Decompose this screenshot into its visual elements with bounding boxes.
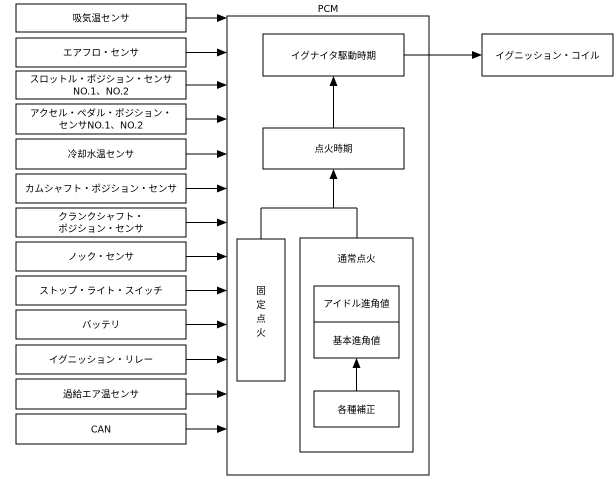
sensor-label: エアフロ・センサ	[63, 48, 139, 59]
base-advance-label: 基本進角値	[333, 335, 381, 347]
fixed-ignition-char-3: 点	[256, 314, 266, 325]
igniter-drive-timing-box	[262, 33, 405, 77]
fixed-ignition-char-2: 定	[256, 299, 266, 311]
sensor-box	[15, 309, 187, 340]
sensor-input: エアフロ・センサ	[15, 37, 227, 68]
fixed-ignition-char-4: 火	[256, 328, 266, 339]
ignition-coil-label: イグニッション・コイル	[495, 50, 600, 62]
sensor-label: 過給エア温センサ	[63, 389, 139, 401]
sensor-label: ノック・センサ	[68, 252, 134, 263]
ignition-timing-label: 点火時期	[314, 144, 352, 155]
sensor-arrowhead	[217, 390, 227, 398]
sensor-box	[15, 344, 187, 375]
sensor-arrowhead	[217, 286, 227, 295]
sensor-label: ストップ・ライト・スイッチ	[39, 286, 163, 297]
timing-to-drive-arrowhead	[329, 76, 338, 86]
idle-advance-label: アイドル進角値	[323, 298, 390, 310]
sensor-label: バッテリ	[82, 320, 120, 331]
sensor-box	[15, 207, 187, 238]
coil-arrowhead	[472, 51, 482, 59]
sensor-input: ノック・センサ	[15, 241, 227, 272]
sensor-label: カムシャフト・ポジション・センサ	[25, 184, 177, 195]
corrections-box	[313, 390, 400, 428]
sensor-box	[15, 173, 187, 204]
sensor-label: センサNO.1、NO.2	[59, 121, 144, 132]
sensor-arrowhead	[217, 115, 227, 123]
sensor-box	[15, 103, 187, 135]
sensor-box	[15, 378, 187, 410]
sensor-box	[15, 70, 187, 100]
sensor-box	[15, 37, 187, 68]
sensor-input: イグニッション・リレー	[15, 344, 227, 375]
sensor-box	[15, 3, 187, 33]
sensor-label: 吸気温センサ	[72, 13, 129, 25]
fixed-ignition-box	[236, 238, 286, 382]
sensor-arrowhead	[217, 48, 227, 57]
sensor-arrowhead	[217, 252, 227, 261]
sensor-input: カムシャフト・ポジション・センサ	[15, 173, 227, 204]
sensor-input: スロットル・ポジション・センサNO.1、NO.2	[15, 70, 227, 100]
sensor-label: イグニッション・リレー	[49, 354, 153, 366]
sensor-arrowhead	[217, 184, 227, 193]
sensor-arrowhead	[217, 320, 227, 329]
sensor-input: 吸気温センサ	[15, 3, 227, 33]
sensor-label: CAN	[91, 425, 111, 436]
sensor-inputs: 吸気温センサエアフロ・センサスロットル・ポジション・センサNO.1、NO.2アク…	[15, 3, 227, 445]
igniter-drive-timing-label: イグナイタ駆動時期	[291, 50, 376, 62]
sensor-box	[15, 413, 187, 445]
sensor-arrowhead	[217, 218, 227, 227]
sensor-arrowhead	[217, 425, 227, 433]
merge-to-timing-arrowhead	[329, 169, 338, 179]
sensor-input: ストップ・ライト・スイッチ	[15, 275, 227, 306]
sensor-label: スロットル・ポジション・センサ	[30, 75, 173, 86]
sensor-label: NO.1、NO.2	[73, 87, 129, 98]
sensor-label: アクセル・ペダル・ポジション・	[30, 108, 172, 120]
sensor-arrowhead	[217, 14, 227, 22]
pcm-label: PCM	[318, 4, 339, 15]
sensor-label: クランクシャフト・	[58, 212, 144, 223]
sensor-input: バッテリ	[15, 309, 227, 340]
ignition-coil-box	[481, 33, 614, 77]
sensor-box	[15, 241, 187, 272]
sensor-input: CAN	[15, 413, 227, 445]
sensor-arrowhead	[217, 355, 227, 364]
corrections-label: 各種補正	[337, 404, 376, 416]
sensor-box	[15, 138, 187, 170]
fixed-ignition-char-1: 固	[256, 286, 266, 297]
sensor-input: 過給エア温センサ	[15, 378, 227, 410]
idle-advance-box	[313, 285, 400, 323]
sensor-input: アクセル・ペダル・ポジション・センサNO.1、NO.2	[15, 103, 227, 135]
normal-ignition-label: 通常点火	[337, 253, 376, 265]
sensor-arrowhead	[217, 81, 227, 89]
sensor-arrowhead	[217, 150, 227, 158]
sensor-input: クランクシャフト・ポジション・センサ	[15, 207, 227, 238]
corrections-arrowhead	[352, 358, 361, 368]
sensor-label: ポジション・センサ	[58, 224, 144, 235]
sensor-input: 冷却水温センサ	[15, 138, 227, 170]
sensor-label: 冷却水温センサ	[68, 149, 135, 161]
